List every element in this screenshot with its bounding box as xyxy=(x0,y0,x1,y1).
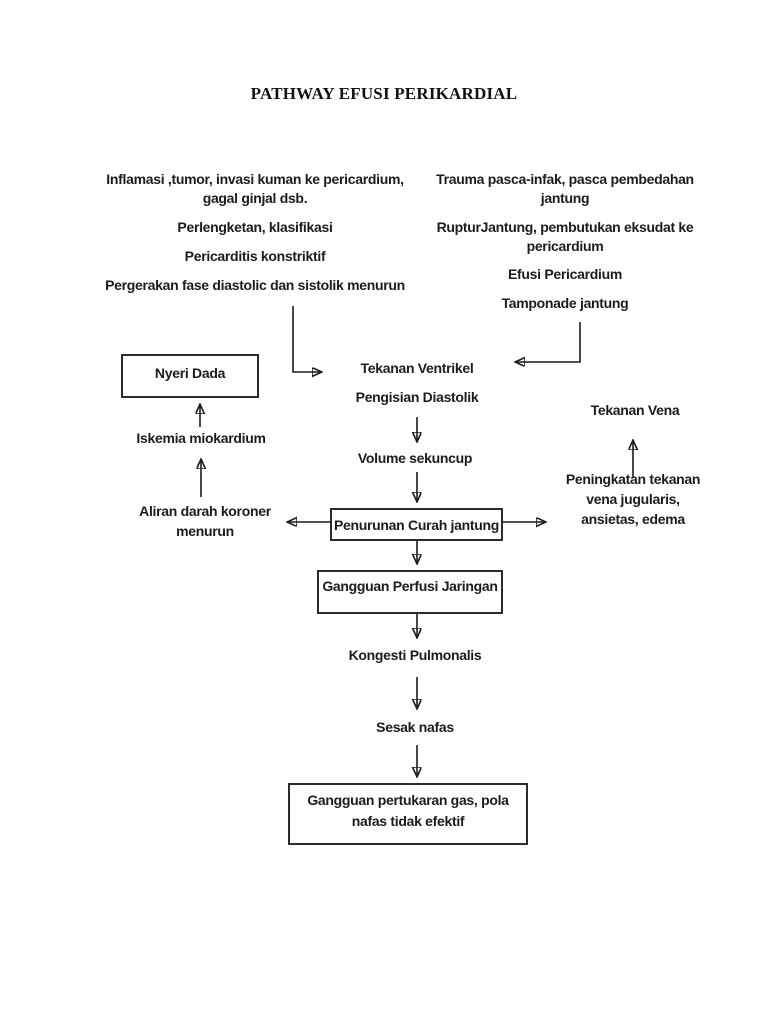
node-line: vena jugularis, xyxy=(586,491,680,507)
node-pergerakan: Pergerakan fase diastolic dan sistolik m… xyxy=(105,277,405,293)
node-iskemia: Iskemia miokardium xyxy=(136,430,266,446)
node-perlengketan: Perlengketan, klasifikasi xyxy=(177,219,333,235)
node-line: ansietas, edema xyxy=(581,511,685,527)
node-pericarditis: Pericarditis konstriktif xyxy=(184,248,326,264)
node-line: Gangguan pertukaran gas, pola xyxy=(307,792,509,808)
node-penurunan-curah-box: Penurunan Curah jantung xyxy=(330,508,503,541)
node-tekanan-ventrikel: Tekanan Ventrikel xyxy=(360,360,474,376)
page-title: PATHWAY EFUSI PERIKARDIAL xyxy=(250,84,518,103)
node-gangguan-perfusi-box: Gangguan Perfusi Jaringan xyxy=(317,570,503,614)
node-label: Gangguan pertukaran gas, pola nafas tida… xyxy=(307,790,509,832)
node-label: Gangguan Perfusi Jaringan xyxy=(322,578,498,594)
node-label: Penurunan Curah jantung xyxy=(334,516,499,533)
node-sesak-nafas: Sesak nafas xyxy=(376,719,454,735)
node-aliran: Aliran darah koroner menurun xyxy=(139,501,271,541)
arrow-etiology-to-tekanan-ventrikel xyxy=(292,306,320,372)
node-etiology-left: Inflamasi ,tumor, invasi kuman ke perica… xyxy=(106,170,404,208)
node-kongesti: Kongesti Pulmonalis xyxy=(348,647,482,663)
node-pengisian-diastolik: Pengisian Diastolik xyxy=(355,389,479,405)
node-line: gagal ginjal dsb. xyxy=(202,190,308,206)
arrow-tamponade-to-tekanan-ventrikel xyxy=(517,322,581,362)
node-line: jantung xyxy=(540,190,590,206)
node-efusi: Efusi Pericardium xyxy=(508,266,622,282)
node-nyeri-dada-box: Nyeri Dada xyxy=(121,354,259,398)
node-tamponade: Tamponade jantung xyxy=(501,295,629,311)
node-trauma: Trauma pasca-infak, pasca pembedahan jan… xyxy=(436,170,694,208)
node-gangguan-pertukaran-box: Gangguan pertukaran gas, pola nafas tida… xyxy=(288,783,528,845)
node-line: pericardium xyxy=(526,238,604,254)
node-line: Aliran darah koroner xyxy=(139,503,271,519)
node-label: Nyeri Dada xyxy=(154,365,226,381)
node-line: menurun xyxy=(176,523,234,539)
node-tekanan-vena: Tekanan Vena xyxy=(590,402,680,418)
node-line: Peningkatan tekanan xyxy=(565,471,701,487)
node-volume-sekuncup: Volume sekuncup xyxy=(357,450,473,466)
node-ruptur: RupturJantung, pembutukan eksudat ke per… xyxy=(437,218,694,256)
node-line: Inflamasi ,tumor, invasi kuman ke perica… xyxy=(106,171,404,187)
node-line: RupturJantung, pembutukan eksudat ke xyxy=(436,219,694,235)
node-line: Trauma pasca-infak, pasca pembedahan xyxy=(436,171,694,187)
node-line: nafas tidak efektif xyxy=(351,813,465,829)
node-peningkatan: Peningkatan tekanan vena jugularis, ansi… xyxy=(565,469,701,529)
